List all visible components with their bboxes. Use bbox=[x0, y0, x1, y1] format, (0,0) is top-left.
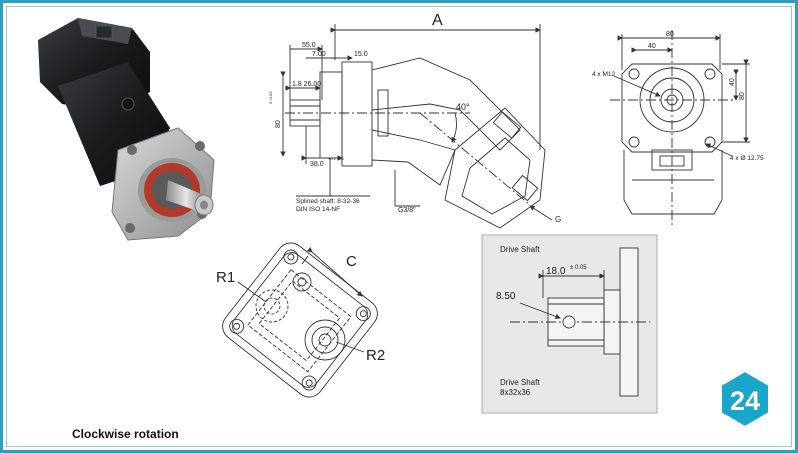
dim-18-tolerance: ± 0.05 bbox=[570, 265, 587, 271]
dim-38-tolerance: +0.2 -0.5 bbox=[328, 156, 345, 161]
rotation-view bbox=[222, 242, 378, 398]
rotation-caption: Clockwise rotation bbox=[72, 427, 179, 441]
pump-photo bbox=[38, 18, 215, 241]
drive-shaft-bottom-label: Drive Shaft bbox=[500, 378, 540, 387]
label-r2: R2 bbox=[366, 347, 385, 364]
dim-15: 15.0 bbox=[354, 51, 368, 58]
drive-shaft-detail bbox=[481, 234, 658, 414]
dim-80-left: 80 bbox=[275, 120, 282, 128]
dim-38: 38.0 bbox=[310, 161, 324, 168]
drive-shaft-spec: 8x32x36 bbox=[500, 388, 531, 397]
label-r1: R1 bbox=[216, 269, 235, 286]
dim-40-top: 40 bbox=[648, 43, 656, 50]
badge-24-icon: 24 bbox=[720, 370, 770, 428]
thread-label: G3/8" bbox=[398, 207, 416, 214]
splined-standard-label: DIN ISO 14-NF bbox=[296, 206, 340, 213]
dim-40-right: 40 bbox=[729, 78, 736, 86]
port-label-g: G bbox=[555, 215, 561, 224]
dim-label-a: A bbox=[432, 12, 443, 29]
splined-shaft-label: Splined shaft: 8-32-36 bbox=[296, 198, 360, 205]
badge-text: 24 bbox=[730, 386, 760, 416]
front-view-b bbox=[610, 30, 750, 225]
dim-7: 7.00 bbox=[312, 51, 326, 58]
holes-label: 4 x Ø 12.75 bbox=[730, 155, 764, 162]
dim-55: 55.0 bbox=[302, 42, 316, 49]
dim-80-tolerance: 0 -0.03 bbox=[268, 91, 273, 104]
dim-8-50: 8.50 bbox=[496, 291, 516, 302]
dim-1-8-26: 1.8 26.00 bbox=[292, 81, 321, 88]
drive-shaft-title: Drive Shaft bbox=[500, 245, 540, 254]
dim-80-right: 80 bbox=[739, 92, 746, 100]
dim-18: 18.0 bbox=[546, 266, 566, 277]
dim-80-top: 80 bbox=[666, 31, 674, 38]
label-c: C bbox=[346, 253, 357, 270]
side-view-drawing bbox=[280, 24, 553, 229]
thread-m12-label: 4 x M12 bbox=[592, 71, 616, 78]
angle-label: 40° bbox=[456, 102, 470, 112]
